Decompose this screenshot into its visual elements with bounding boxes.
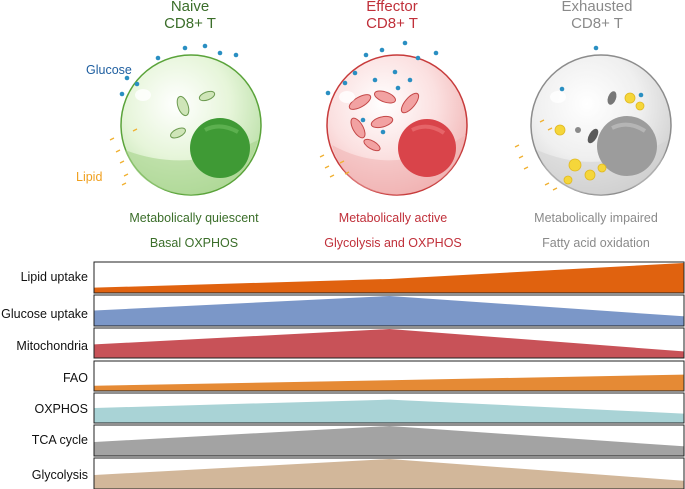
row-label-lipid-uptake: Lipid uptake	[20, 270, 88, 284]
exhausted-title-line2: CD8+ T	[571, 15, 623, 32]
naive-cell	[109, 43, 262, 196]
cells-illustration	[109, 40, 672, 196]
effector-title: Effector CD8+ T	[312, 0, 472, 32]
lipid-dots	[319, 154, 350, 178]
exhausted-pathway: Fatty acid oxidation	[542, 236, 650, 250]
row-label-tca-cycle: TCA cycle	[31, 433, 88, 447]
row-label-oxphos: OXPHOS	[34, 402, 89, 416]
effector-title-line1: Effector	[366, 0, 418, 15]
naive-pathway: Basal OXPHOS	[149, 236, 239, 250]
mitochondria-icon	[348, 90, 420, 152]
lipid-dots	[514, 119, 558, 191]
level-bar-fill	[94, 263, 684, 293]
mitochondria-icon	[575, 91, 617, 144]
naive-title-line1: Naive	[170, 0, 210, 15]
level-bar-fill	[94, 374, 684, 391]
naive-nucleus	[190, 118, 250, 178]
level-bar-fill	[94, 426, 684, 456]
naive-state: Metabolically quiescent	[129, 211, 259, 225]
effector-cell	[319, 40, 468, 196]
level-bar-fill	[94, 296, 684, 326]
exhausted-title: Exhausted CD8+ T	[517, 0, 677, 32]
glucose-label: Glucose	[86, 63, 132, 77]
naive-title-line2: CD8+ T	[164, 15, 216, 32]
row-label-fao: FAO	[62, 371, 88, 385]
row-label-mitochondria: Mitochondria	[16, 339, 88, 353]
exhausted-cell	[514, 45, 672, 196]
mitochondria-icon	[170, 90, 216, 139]
row-label-glucose-uptake: Glucose uptake	[1, 307, 88, 321]
effector-title-line2: CD8+ T	[366, 15, 418, 32]
lipid-label: Lipid	[76, 170, 103, 184]
glucose-dots	[119, 43, 239, 97]
glucose-dots	[325, 40, 439, 135]
lipid-dots	[109, 128, 138, 186]
exhausted-state: Metabolically impaired	[534, 211, 658, 225]
level-bar-fill	[94, 459, 684, 489]
naive-title: Naive CD8+ T	[110, 0, 270, 32]
lipid-droplets	[554, 92, 645, 185]
exhausted-title-line1: Exhausted	[561, 0, 633, 15]
level-bar-fill	[94, 329, 684, 358]
glucose-dots	[559, 45, 644, 98]
effector-pathway: Glycolysis and OXPHOS	[324, 236, 462, 250]
row-label-glycolysis: Glycolysis	[31, 468, 88, 482]
level-bar-fill	[94, 399, 684, 423]
effector-state: Metabolically active	[338, 211, 448, 225]
